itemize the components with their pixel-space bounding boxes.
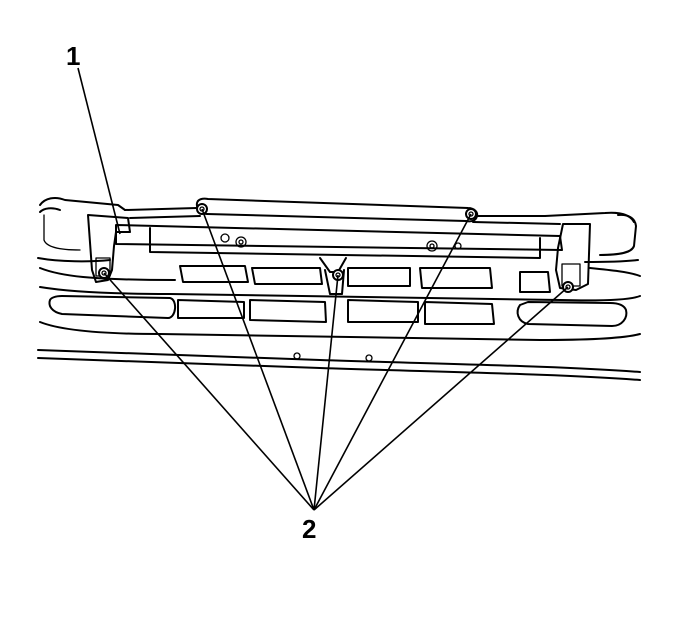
leader-2-d — [313, 213, 472, 511]
leader-2-c — [313, 274, 339, 511]
leader-2-b — [201, 208, 315, 511]
leader-lines — [77, 67, 569, 511]
leader-2-a — [103, 272, 315, 511]
wiper-module-frame — [87, 197, 591, 295]
cowl-panel — [37, 196, 641, 381]
callout-2: 2 — [302, 514, 317, 544]
callout-1: 1 — [66, 41, 81, 71]
leader-2-e — [313, 286, 569, 511]
leader-1 — [77, 67, 121, 235]
